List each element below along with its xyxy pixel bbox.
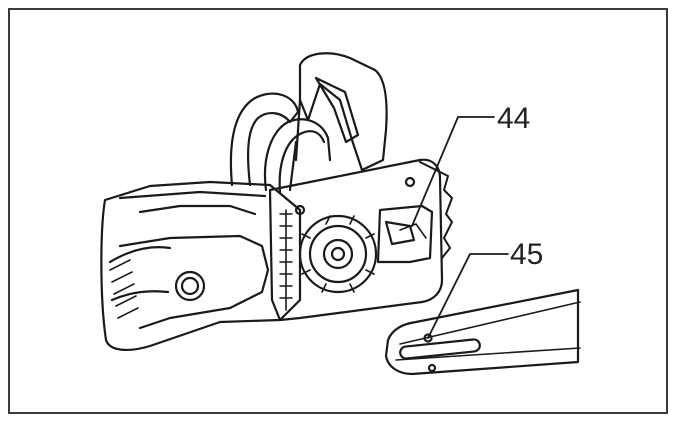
callout-label-44: 44 <box>497 102 531 135</box>
motor-housing <box>100 180 302 352</box>
guide-bar <box>384 288 581 376</box>
callout-label-45: 45 <box>510 238 544 271</box>
front-hand-guard <box>294 52 388 172</box>
sprocket-cover <box>268 158 453 322</box>
top-handle <box>229 92 332 194</box>
leader-line-45 <box>427 253 509 339</box>
leader-line-44 <box>411 116 495 227</box>
